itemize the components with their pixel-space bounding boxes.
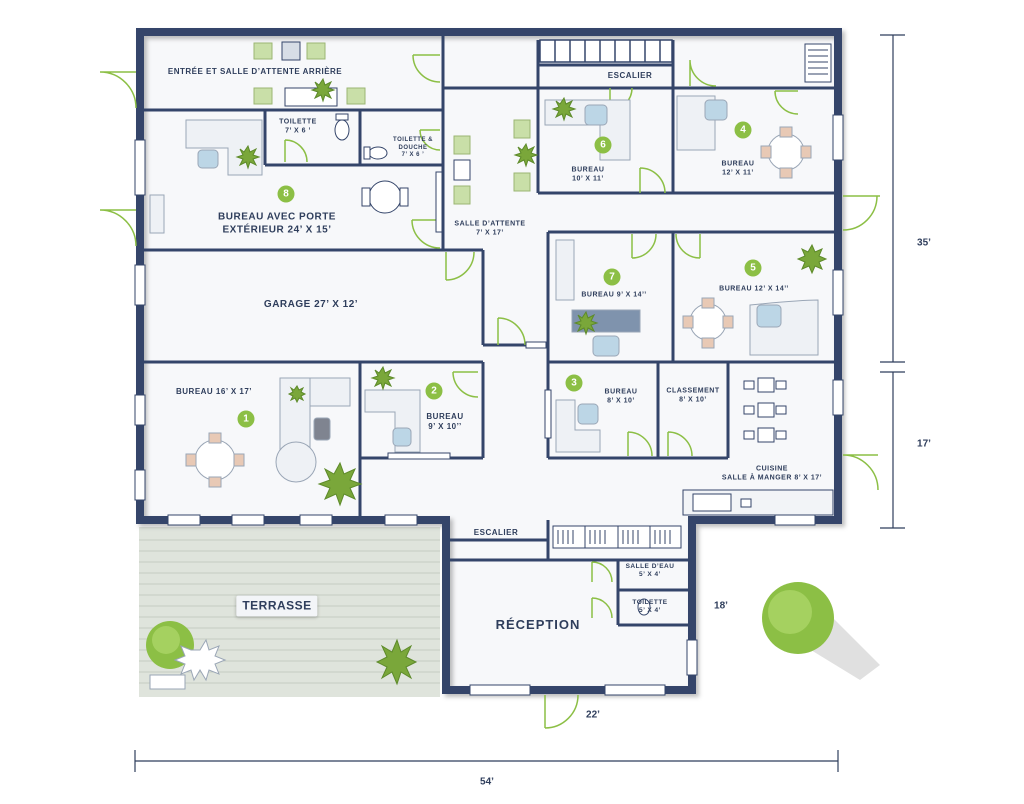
stairs-bottom <box>552 525 682 549</box>
trees <box>146 582 880 690</box>
bureau-2-furniture <box>364 389 421 453</box>
bureau-1-furniture <box>185 377 351 488</box>
sliding-doors <box>387 171 552 460</box>
stairs-top <box>539 39 673 63</box>
kitchen-furniture <box>682 377 834 516</box>
waiting-chairs <box>253 42 531 205</box>
bureau-4-furniture <box>676 95 812 179</box>
dimension-lines <box>134 34 905 772</box>
bureau-3-furniture <box>555 399 601 453</box>
toilet-fixtures <box>334 113 651 616</box>
bureau-5-furniture <box>682 297 819 356</box>
potted-plants <box>235 77 828 686</box>
interior-walls <box>140 32 838 627</box>
vent-panel <box>804 43 832 83</box>
doors <box>99 54 880 729</box>
